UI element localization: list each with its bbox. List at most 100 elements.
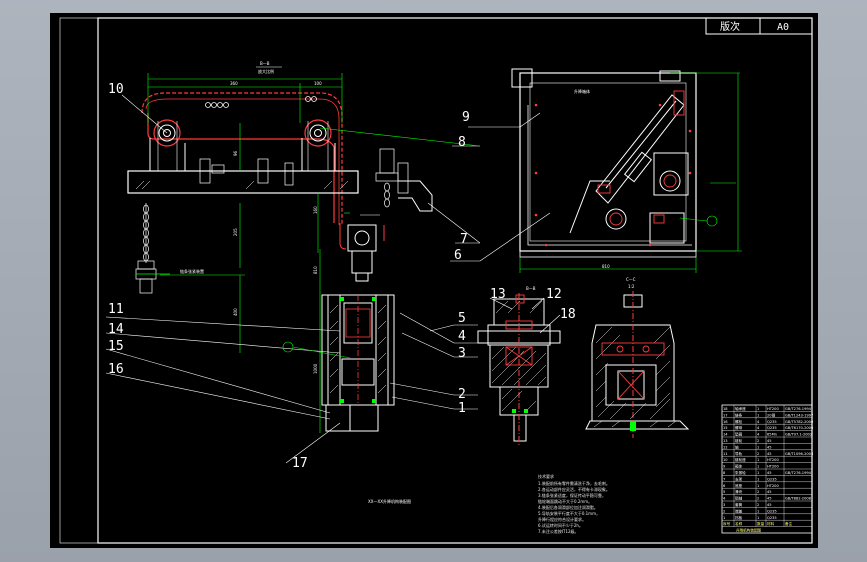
binding-margin	[59, 17, 99, 544]
part-label-17: 17	[292, 456, 308, 471]
bom-cell: 2	[757, 452, 759, 456]
bom-cell: 轴承座	[735, 406, 746, 411]
part-label-14: 14	[108, 322, 124, 337]
drawing-frame	[97, 17, 813, 544]
notes-line: 升降行程应符合设计要求。	[538, 516, 586, 522]
bom-cell: 挡板	[735, 515, 743, 520]
bom-cell: 2	[757, 490, 759, 494]
bom-header-cell: 名称	[735, 521, 743, 526]
notes-line: 链轮端面跳动不大于0.2mm。	[538, 498, 592, 504]
bom-cell: 15	[723, 426, 728, 430]
section-c-label: C—C	[626, 277, 636, 282]
bom-cell: 1	[757, 477, 759, 481]
assembly-drawing: 版次 A0	[59, 17, 814, 544]
bom-cell: GB/T6170-2000	[785, 426, 814, 430]
bom-cell: 2	[757, 439, 759, 443]
bom-cell: 轴	[735, 444, 739, 449]
bom-cell: 4	[757, 433, 760, 437]
dimension-lines	[147, 73, 380, 433]
bom-cell: 2	[723, 509, 725, 513]
bom-cell: 1	[757, 465, 759, 469]
drawing-sheet: 版次 A0	[50, 13, 818, 548]
bom-cell: 箱体	[735, 464, 743, 469]
section-b-label: B—B	[526, 286, 536, 291]
part-label-16: 16	[108, 362, 124, 377]
dim-top-left: 360	[230, 81, 238, 86]
bom-cell: 4	[757, 426, 760, 430]
bom-cell: 2	[757, 497, 759, 501]
bom-cell: 16	[723, 420, 728, 424]
bom-cell: Q235	[767, 420, 777, 424]
part-label-4: 4	[458, 329, 466, 344]
bom-cell: 45	[767, 490, 772, 494]
bom-cell: 20钢	[767, 412, 776, 417]
bom-cell: 65Mn	[767, 433, 777, 437]
dimension-texts: B—B 放大比例 360 100 96 205 400 160 810 1000…	[180, 61, 322, 374]
chain-assembly-view	[127, 92, 433, 432]
dim-h3: 160	[313, 206, 318, 214]
bom-cell: 1	[757, 413, 759, 417]
bom-cell: 13	[723, 439, 728, 443]
sheet-size: A0	[777, 22, 789, 33]
title-block-top: 版次 A0	[705, 17, 813, 35]
bom-cell: 链条	[735, 412, 743, 417]
bom-cell: 45	[767, 471, 772, 475]
bom-cell: 销轴	[735, 496, 743, 501]
bom-cell: 1	[723, 516, 725, 520]
bom-cell: 7	[723, 477, 725, 481]
bom-cell: 张紧轮	[735, 470, 746, 475]
bom-cell: 1	[757, 484, 759, 488]
bom-cell: 1	[757, 458, 759, 462]
part-label-6: 6	[454, 248, 462, 263]
bom-cell: 14	[723, 433, 728, 437]
bom-cell: GB/T1243-1997	[785, 413, 813, 417]
bom-cell: 18	[723, 407, 728, 411]
part-label-18: 18	[560, 307, 576, 322]
notes-line: 2.各运动部件应灵活，不得有卡滞现象。	[538, 486, 610, 492]
section-view-c: C—C 1:2	[585, 277, 690, 438]
bom-header-cell: 序号	[723, 521, 731, 526]
bom-cell: HT200	[767, 407, 779, 411]
dim-top-fraction-den: 放大比例	[258, 68, 274, 74]
bom-cell: Q235	[767, 509, 777, 513]
bom-cell: 10	[723, 458, 728, 462]
bom-cell: Q235	[767, 426, 777, 430]
bom-cell: HT200	[767, 458, 779, 462]
part-label-1: 1	[458, 401, 466, 416]
bom-header-cell: 数量	[757, 521, 765, 526]
bom-cell: 5	[723, 490, 725, 494]
bom-header-cell: 备注	[785, 521, 793, 526]
notes-line: 4.装配后各润滑部位加注润滑脂。	[538, 504, 598, 510]
section-scale: 1:2	[628, 284, 635, 289]
dim-h2: 205	[233, 228, 238, 236]
part-label-5: 5	[458, 311, 466, 326]
part-label-3: 3	[458, 346, 466, 361]
drawing-caption: XX—XX升降机构装配图	[368, 498, 411, 504]
notes-line: 1.装配前所有零件需清洗干净，去毛刺。	[538, 480, 610, 486]
bom-cell: 1	[757, 471, 759, 475]
part-label-13: 13	[490, 287, 506, 302]
bom-cell: 2	[757, 503, 759, 507]
notes-heading: 技术要求	[538, 473, 554, 479]
part-label-10: 10	[108, 82, 124, 97]
bom-cell: GB/T882-2008	[785, 497, 812, 501]
part-label-11: 11	[108, 302, 124, 317]
bom-cell: 8	[723, 471, 726, 475]
bom-cell: 6	[723, 484, 726, 488]
bom-cell: HT200	[767, 465, 779, 469]
part-label-2: 2	[458, 387, 466, 402]
bom-cell: 1	[757, 445, 759, 449]
section-view-b: B—B	[477, 286, 561, 445]
notes-line: 3.链条张紧适度，保证传动平稳可靠，	[538, 492, 606, 498]
bom-cell: 3	[723, 503, 725, 507]
bom-cell: Q235	[767, 477, 777, 481]
bom-cell: Q235	[767, 516, 777, 520]
bom-cell: 4	[757, 420, 760, 424]
bom-footer: 升降机构装配图	[736, 528, 762, 533]
bom-cell: 45	[767, 445, 772, 449]
bom-cell: 螺栓	[735, 419, 743, 424]
dim-h1: 96	[233, 150, 238, 156]
bom-cell: 1	[757, 509, 759, 513]
bom-cell: 45	[767, 497, 772, 501]
dim-top-mid: 100	[314, 81, 322, 86]
